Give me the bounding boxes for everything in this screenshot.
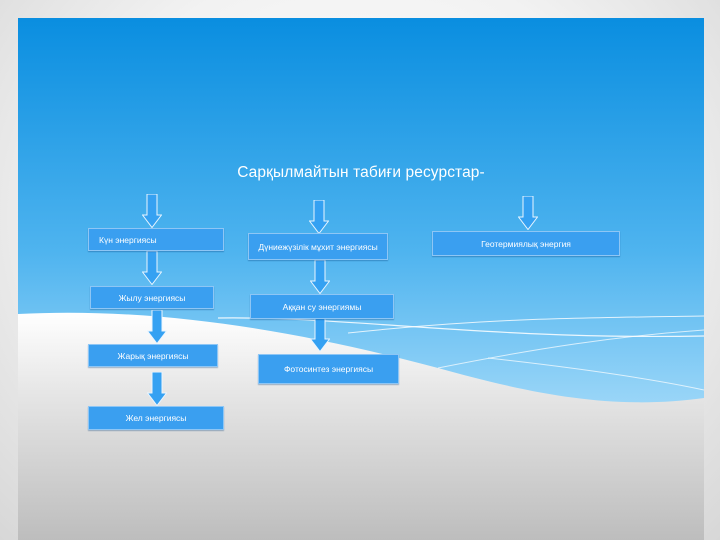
- down-arrow-icon: [147, 310, 167, 344]
- box-akkan-su-energiyamy: Аққан су энергиямы: [250, 294, 394, 319]
- slide: Сарқылмайтын табиғи ресурстар- Күн энерг…: [18, 18, 704, 540]
- down-arrow-icon: [142, 251, 162, 285]
- down-arrow-icon: [310, 318, 330, 352]
- box-zhylu-energiyasy: Жылу энергиясы: [90, 286, 214, 309]
- down-arrow-icon: [147, 372, 167, 406]
- box-muhit-energiyasy: Дүниежүзілік мұхит энергиясы: [248, 233, 388, 260]
- box-zharyk-energiyasy: Жарық энергиясы: [88, 344, 218, 367]
- down-arrow-icon: [142, 194, 162, 228]
- slide-background: [18, 18, 704, 540]
- down-arrow-icon: [518, 196, 538, 230]
- box-fotosintez-energiyasy: Фотосинтез энергиясы: [258, 354, 399, 384]
- box-geotermialyk-energiya: Геотермиялық энергия: [432, 231, 620, 256]
- slide-title: Сарқылмайтын табиғи ресурстар-: [237, 164, 485, 181]
- down-arrow-icon: [310, 260, 330, 294]
- box-kun-energiyasy: Күн энергиясы: [88, 228, 224, 251]
- box-zhel-energiyasy: Жел энергиясы: [88, 406, 224, 430]
- down-arrow-icon: [309, 200, 329, 234]
